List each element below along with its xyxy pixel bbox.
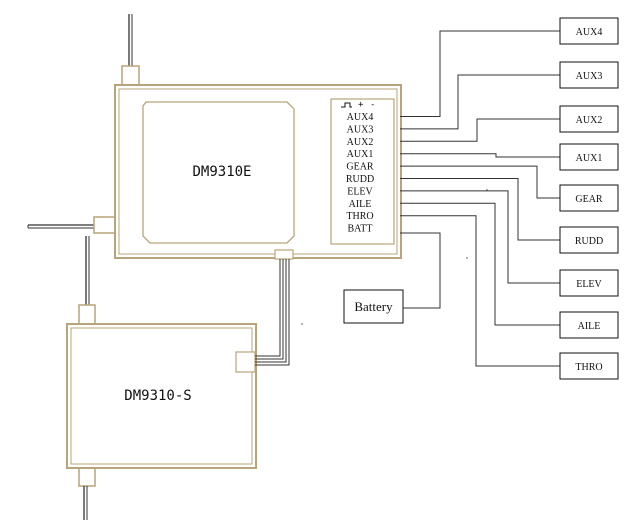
output-label-aile: AILE <box>578 321 601 332</box>
port-label-aux3: AUX3 <box>347 124 374 135</box>
output-box-thro <box>559 352 619 380</box>
output-label-aux1: AUX1 <box>576 153 603 164</box>
output-label-elev: ELEV <box>576 279 602 290</box>
wire-gear <box>400 165 560 199</box>
port-label-rudd: RUDD <box>346 174 374 185</box>
pin-plus-label: + <box>358 100 364 110</box>
port-label-gear: GEAR <box>346 162 374 173</box>
satellite-top-antenna <box>78 236 96 326</box>
output-box-aux4 <box>559 17 619 45</box>
port-label-elev: ELEV <box>347 186 373 197</box>
output-box-elev <box>559 269 619 297</box>
port-label-aux2: AUX2 <box>347 137 374 148</box>
output-label-aux4: AUX4 <box>576 27 603 38</box>
wire-elev <box>400 190 560 284</box>
output-label-gear: GEAR <box>575 194 603 205</box>
satellite-cable <box>255 259 290 366</box>
wire-rudd <box>400 178 560 241</box>
output-box-aux3 <box>559 61 619 89</box>
battery-label: Battery <box>354 299 393 314</box>
signal-pin-icon <box>341 102 352 108</box>
satellite-bottom-antenna <box>78 466 96 520</box>
satellite-port <box>235 351 256 373</box>
receiver-label-plate <box>142 101 295 244</box>
output-label-aux2: AUX2 <box>576 115 603 126</box>
satellite-name: DM9310-S <box>124 388 191 404</box>
wire-aux4 <box>400 30 560 117</box>
output-box-rudd <box>559 226 619 254</box>
port-label-thro: THRO <box>346 211 373 222</box>
speck <box>486 189 488 191</box>
port-label-aux4: AUX4 <box>347 112 374 123</box>
output-label-thro: THRO <box>575 362 602 373</box>
wire-aux1 <box>400 153 560 158</box>
port-label-batt: BATT <box>348 224 373 235</box>
speck <box>466 257 468 259</box>
output-label-aux3: AUX3 <box>576 71 603 82</box>
wire-aux2 <box>400 118 560 142</box>
receiver-satellite-port <box>274 249 294 260</box>
output-wires <box>400 30 560 367</box>
battery-box: Battery <box>343 289 404 324</box>
receiver-top-antenna <box>121 14 140 87</box>
battery-wire <box>400 232 441 309</box>
wire-thro <box>400 215 560 367</box>
satellite-case: DM9310-S <box>66 323 257 469</box>
wire-aile <box>400 202 560 326</box>
wire-aux3 <box>400 74 560 130</box>
speck <box>301 323 303 325</box>
output-box-aux1 <box>559 143 619 171</box>
port-label-aile: AILE <box>349 199 372 210</box>
receiver-left-antenna <box>27 216 117 234</box>
output-box-gear <box>559 184 619 212</box>
port-label-aux1: AUX1 <box>347 149 374 160</box>
output-label-rudd: RUDD <box>575 236 603 247</box>
receiver-name: DM9310E <box>192 164 251 180</box>
output-box-aux2 <box>559 105 619 133</box>
output-box-aile <box>559 311 619 339</box>
pin-minus-label: - <box>370 100 375 110</box>
